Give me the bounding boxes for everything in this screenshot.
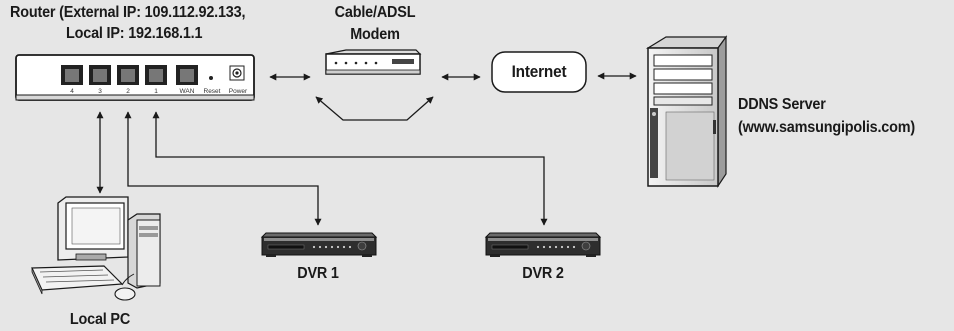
modem-loop-arrow xyxy=(315,96,434,121)
modem-label-line1: Cable/ADSL xyxy=(334,4,416,21)
local-pc-device xyxy=(31,196,161,301)
modem-device xyxy=(325,49,422,75)
port-label-wan: WAN xyxy=(180,88,195,95)
dvr1-label: DVR 1 xyxy=(297,265,339,282)
port-label-1: 1 xyxy=(154,88,158,95)
ddns-label-line2: (www.samsungipolis.com) xyxy=(738,119,916,136)
router-port-wan xyxy=(176,65,198,85)
router-port-4 xyxy=(61,65,83,85)
reset-label: Reset xyxy=(204,88,221,95)
power-label: Power xyxy=(229,88,248,95)
router-device: 4 3 2 1 WAN Reset Power xyxy=(15,54,255,101)
router-port-2 xyxy=(117,65,139,85)
port-label-2: 2 xyxy=(126,88,130,95)
power-button xyxy=(229,65,245,81)
ddns-label-line1: DDNS Server xyxy=(738,96,826,113)
router-label-line2: Local IP: 192.168.1.1 xyxy=(66,25,203,42)
local-pc-label: Local PC xyxy=(69,311,131,328)
router-dvr2-arrow xyxy=(152,111,548,226)
dvr2-device xyxy=(484,232,602,257)
dvr2-label: DVR 2 xyxy=(522,265,564,282)
reset-button xyxy=(209,76,213,80)
dvr1-device xyxy=(260,232,378,257)
port-label-3: 3 xyxy=(98,88,102,95)
router-port-3 xyxy=(89,65,111,85)
internet-label: Internet xyxy=(511,63,567,81)
modem-label-line2: Modem xyxy=(350,26,400,43)
port-label-4: 4 xyxy=(70,88,74,95)
router-port-1 xyxy=(145,65,167,85)
ddns-server-device xyxy=(645,35,728,188)
router-label-line1: Router (External IP: 109.112.92.133, xyxy=(10,4,246,21)
internet-node xyxy=(491,51,587,93)
